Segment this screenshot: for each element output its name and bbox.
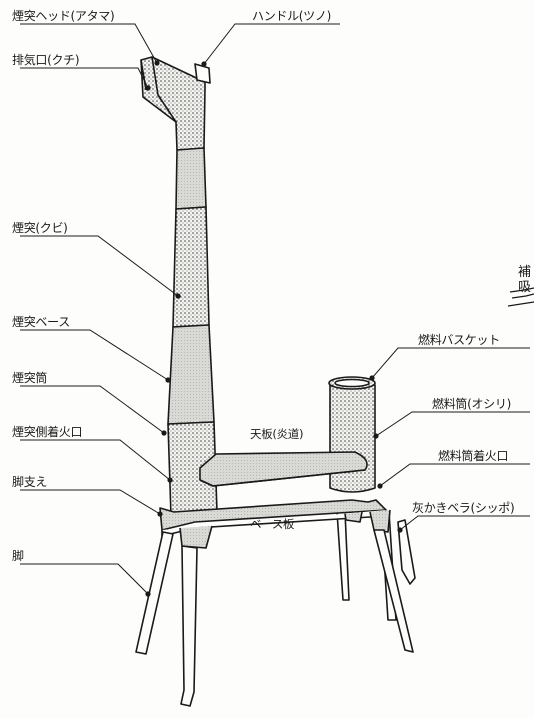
leader-lines [20, 23, 530, 595]
label-base-plate: ベース板 [250, 517, 295, 531]
label-handle: ハンドル(ツノ) [252, 9, 331, 23]
chimney-neck-shape [172, 206, 210, 328]
label-leg-brace: 脚支え [12, 475, 48, 489]
handle-shape [194, 63, 211, 84]
label-fuel-tube-port: 燃料筒着火口 [438, 449, 509, 463]
label-top-plate: 天板(炎道) [250, 427, 304, 441]
label-chimney-head: 煙突ヘッド(アタマ) [12, 9, 115, 23]
label-chimney-neck: 煙突(クビ) [12, 221, 68, 235]
fuel-tube-shape [329, 384, 376, 493]
label-leg: 脚 [12, 549, 24, 563]
edge-fragment-1: 補 [518, 265, 531, 280]
label-chimney-base: 煙突ベース [12, 315, 70, 329]
edge-fragment-strokes [507, 287, 534, 307]
label-fuel-tube: 燃料筒(オシリ) [432, 397, 511, 411]
label-chimney-tube: 煙突筒 [12, 371, 48, 385]
edge-fragment-2: 吸 [518, 280, 531, 295]
label-ash-scraper: 灰かきベラ(シッポ) [412, 501, 515, 515]
label-exhaust-port: 排気口(クチ) [12, 53, 80, 67]
base-plate-shape [159, 499, 387, 531]
label-chimney-side-port: 煙突側着火口 [12, 425, 83, 439]
ash-scraper-shape [397, 519, 416, 585]
leader-dots [145, 60, 403, 597]
leg-shape [135, 531, 174, 655]
chimney-base-shape [167, 324, 215, 425]
label-fuel-basket: 燃料バスケット [418, 333, 500, 347]
